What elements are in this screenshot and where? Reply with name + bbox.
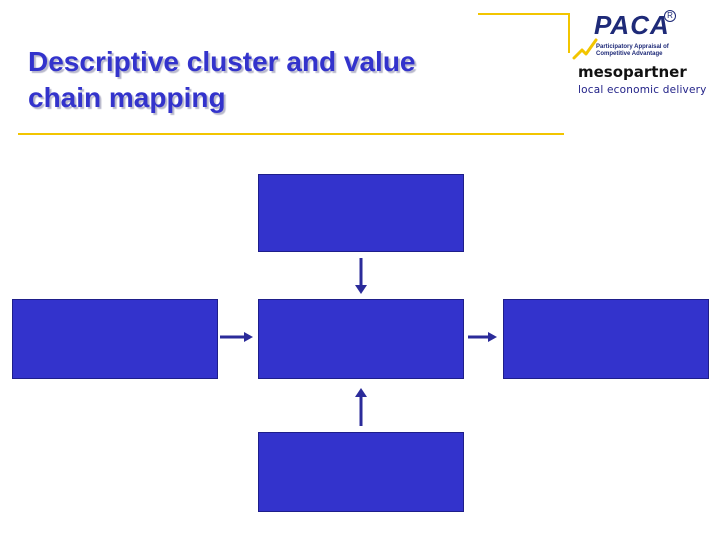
logo-block: PACA R Participatory Appraisal of Compet…: [572, 8, 712, 104]
center-box: [258, 299, 464, 379]
slide-title-line-1: Descriptive cluster and value: [28, 46, 416, 77]
registered-mark: R: [664, 10, 676, 22]
left-box: [12, 299, 218, 379]
arrow-left-to-center-head: [244, 332, 253, 342]
arrow-center-to-right-head: [488, 332, 497, 342]
paca-tagline: Participatory Appraisal of Competitive A…: [596, 44, 706, 58]
bottom-box: [258, 432, 464, 512]
paca-check-icon: [572, 38, 598, 60]
top-box: [258, 174, 464, 252]
mesopartner-logo-text: mesopartner: [578, 63, 687, 81]
logo-bracket-side: [568, 13, 570, 53]
paca-logo-text: PACA: [594, 10, 670, 40]
title-underline: [18, 133, 564, 135]
right-box: [503, 299, 709, 379]
arrow-bottom-to-center-head: [355, 388, 367, 397]
arrow-top-to-center-head: [355, 285, 367, 294]
paca-tagline-line-1: Participatory Appraisal of: [596, 44, 669, 50]
slide-title-line-2: chain mapping: [28, 82, 226, 113]
mesopartner-tagline: local economic delivery: [578, 84, 707, 96]
logo-bracket-top: [478, 13, 570, 15]
paca-tagline-line-2: Competitive Advantage: [596, 51, 663, 57]
slide-title: Descriptive cluster and value chain mapp…: [28, 44, 498, 116]
